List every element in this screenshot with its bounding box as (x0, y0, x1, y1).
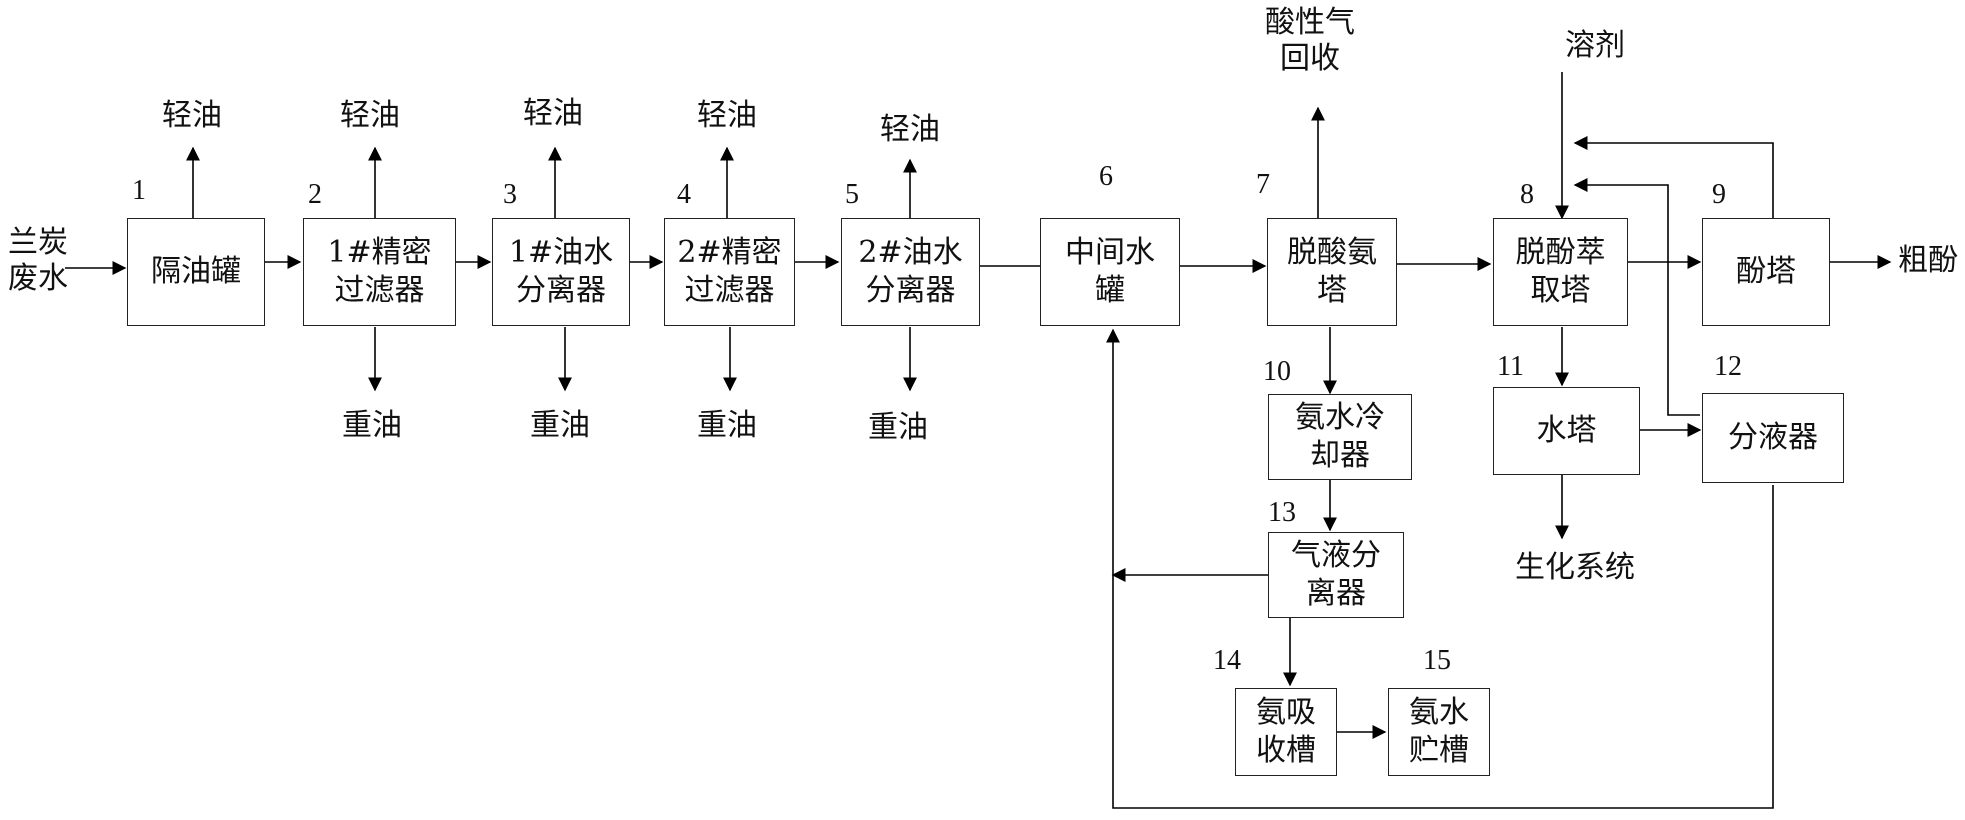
unit-3-label: 1#油水 分离器 (508, 235, 614, 308)
unit-6-number: 6 (1099, 161, 1113, 192)
unit-3-box: 1#油水 分离器 (492, 218, 630, 326)
unit-8-label: 脱酚萃 取塔 (1515, 235, 1606, 308)
unit-9-number: 9 (1712, 179, 1726, 210)
heavy-oil-label-2: 重油 (342, 408, 402, 443)
unit-14-box: 氨吸 收槽 (1235, 688, 1337, 776)
unit-7-number: 7 (1256, 169, 1270, 200)
biochem-system-label: 生化系统 (1515, 550, 1635, 585)
light-oil-label-3: 轻油 (523, 96, 583, 131)
recycle-12 (1573, 178, 1700, 416)
heavy-oil-label-5: 重油 (868, 410, 928, 445)
input-label: 兰炭 废水 (8, 225, 68, 296)
unit-13-label: 气液分 离器 (1291, 538, 1381, 611)
unit-2-label: 1#精密 过滤器 (327, 235, 432, 308)
unit-7-label: 脱酸氨 塔 (1287, 235, 1377, 308)
acid-gas-label: 酸性气 回收 (1265, 5, 1355, 76)
light-oil-label-1: 轻油 (162, 98, 222, 133)
unit-13-number: 13 (1268, 497, 1296, 528)
unit-13-box: 气液分 离器 (1268, 532, 1404, 618)
unit-11-box: 水塔 (1493, 387, 1640, 475)
unit-4-label: 2#精密 过滤器 (677, 235, 782, 308)
solvent-label: 溶剂 (1565, 28, 1625, 63)
light-oil-label-4: 轻油 (697, 98, 757, 133)
heavy-oil-label-4: 重油 (697, 408, 757, 443)
recycle-9 (1573, 136, 1774, 218)
unit-6-label: 中间水 罐 (1065, 235, 1155, 308)
unit-12-number: 12 (1714, 351, 1742, 382)
unit-9-box: 酚塔 (1702, 218, 1830, 326)
unit-5-box: 2#油水 分离器 (841, 218, 980, 326)
unit-1-box: 隔油罐 (127, 218, 265, 326)
unit-12-label: 分液器 (1728, 420, 1818, 455)
unit-10-label: 氨水冷 却器 (1295, 400, 1385, 473)
unit-10-box: 氨水冷 却器 (1268, 394, 1412, 480)
unit-1-label: 隔油罐 (151, 254, 241, 289)
unit-12-box: 分液器 (1702, 393, 1844, 483)
unit-6-box: 中间水 罐 (1040, 218, 1180, 326)
unit-15-box: 氨水 贮槽 (1388, 688, 1490, 776)
crude-phenol-label: 粗酚 (1898, 243, 1958, 278)
unit-7-box: 脱酸氨 塔 (1267, 218, 1397, 326)
unit-14-number: 14 (1213, 645, 1241, 676)
unit-2-number: 2 (308, 179, 322, 210)
unit-5-number: 5 (845, 179, 859, 210)
light-oil-label-5: 轻油 (880, 112, 940, 147)
unit-3-number: 3 (503, 179, 517, 210)
unit-8-number: 8 (1520, 179, 1534, 210)
unit-11-number: 11 (1497, 351, 1524, 382)
unit-14-label: 氨吸 收槽 (1256, 695, 1316, 768)
unit-10-number: 10 (1263, 356, 1291, 387)
unit-8-box: 脱酚萃 取塔 (1493, 218, 1628, 326)
unit-4-number: 4 (677, 179, 691, 210)
unit-15-label: 氨水 贮槽 (1409, 695, 1469, 768)
recycle-loop (1106, 328, 1774, 809)
heavy-oil-label-3: 重油 (530, 408, 590, 443)
unit-1-number: 1 (132, 175, 146, 206)
unit-9-label: 酚塔 (1736, 254, 1796, 289)
unit-4-box: 2#精密 过滤器 (664, 218, 795, 326)
unit-15-number: 15 (1423, 645, 1451, 676)
light-oil-label-2: 轻油 (340, 98, 400, 133)
unit-5-label: 2#油水 分离器 (858, 235, 963, 308)
unit-11-label: 水塔 (1536, 413, 1597, 448)
unit-2-box: 1#精密 过滤器 (303, 218, 456, 326)
